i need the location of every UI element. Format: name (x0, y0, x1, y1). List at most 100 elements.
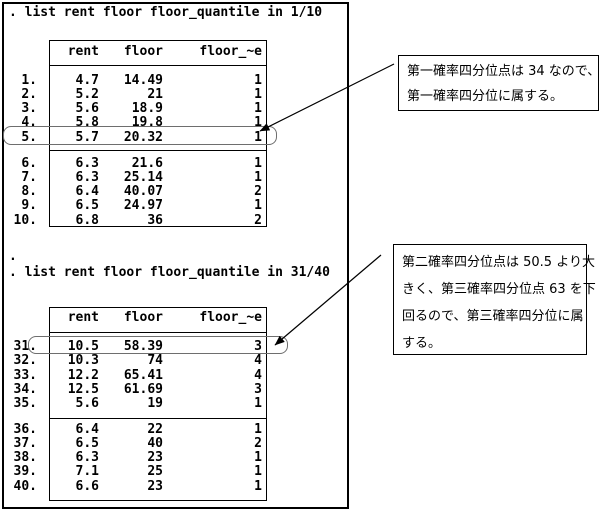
obs-number: 32. (13, 353, 37, 369)
obs-header-spacer (0, 311, 37, 325)
table-row: 40. 6.6 23 1 (0, 478, 270, 494)
floor-value: 22 (147, 421, 163, 437)
floor-value: 20.32 (123, 129, 163, 145)
table-row: 31. 10.5 58.39 3 (0, 339, 270, 354)
obs-number: 8. (21, 184, 37, 200)
quantile-value: 2 (254, 212, 262, 228)
floor-value: 40.07 (123, 184, 163, 200)
quantile-value: 1 (254, 396, 262, 412)
quantile-value: 4 (254, 353, 262, 369)
table-row: 39. 7.1 25 1 (0, 464, 270, 480)
table-row: 6. 6.3 21.6 1 (0, 155, 270, 171)
floor-value: 65.41 (123, 367, 163, 383)
quantile-value: 1 (254, 478, 262, 494)
quantile-value: 1 (254, 169, 262, 185)
table-row: 34. 12.5 61.69 3 (0, 381, 270, 397)
table-row: 35. 5.6 19 1 (0, 396, 270, 412)
quantile-value: 1 (254, 464, 262, 480)
callout-note-third-quartile: 第二確率四分位点は 50.5 より大 きく、第三確率四分位点 63 を下 回るの… (393, 244, 596, 355)
rent-column-header: rent (67, 310, 99, 325)
rent-value: 5.6 (75, 396, 99, 412)
table-row: 37. 6.5 40 2 (0, 435, 270, 451)
table-row: 8. 6.4 40.07 2 (0, 184, 270, 200)
table1-rows-6-10: 6. 6.3 21.6 1 7. 6.3 25.14 1 8. 6.4 40.0… (0, 155, 270, 228)
table-row: 1. 4.7 14.49 1 (0, 72, 270, 88)
rent-value: 6.4 (75, 421, 99, 437)
quantile-value: 3 (254, 339, 262, 354)
floor-value: 61.69 (123, 381, 163, 397)
floor-value: 23 (147, 478, 163, 494)
obs-number: 37. (13, 435, 37, 451)
rent-value: 6.6 (75, 478, 99, 494)
stata-prompt-dot: . (9, 249, 17, 264)
note-text-line: 回るので、第三確率四分位に属 (402, 309, 584, 324)
quantile-value: 1 (254, 198, 262, 214)
quantile-value: 1 (254, 450, 262, 466)
rent-value: 10.3 (67, 353, 99, 369)
table1-frame (49, 40, 267, 227)
floor-value: 25 (147, 464, 163, 480)
floor-value: 14.49 (123, 72, 163, 88)
table-row: 7. 6.3 25.14 1 (0, 169, 270, 185)
floor-value: 21 (147, 86, 163, 102)
obs-number: 36. (13, 421, 37, 437)
obs-number: 1. (21, 72, 37, 88)
stata-command-list-31-40: . list rent floor floor_quantile in 31/4… (9, 265, 330, 280)
table-row: 32. 10.3 74 4 (0, 353, 270, 369)
table1-header-rule (49, 65, 267, 66)
rent-value: 4.7 (75, 72, 99, 88)
rent-value: 6.3 (75, 155, 99, 171)
quantile-column-header: floor_~e (199, 44, 262, 59)
obs-number: 9. (21, 198, 37, 214)
quantile-value: 1 (254, 155, 262, 171)
rent-value: 5.7 (75, 129, 99, 145)
obs-number: 38. (13, 450, 37, 466)
floor-value: 19 (147, 396, 163, 412)
rent-value: 6.4 (75, 184, 99, 200)
quantile-value: 3 (254, 381, 262, 397)
floor-value: 23 (147, 450, 163, 466)
floor-value: 24.97 (123, 198, 163, 214)
table2-rows-36-40: 36. 6.4 22 1 37. 6.5 40 2 38. 6.3 23 1 (0, 421, 270, 494)
stata-command-list-1-10: . list rent floor floor_quantile in 1/10 (9, 5, 323, 20)
floor-column-header: floor (123, 44, 163, 59)
rent-value: 6.5 (75, 435, 99, 451)
quantile-value: 1 (254, 86, 262, 102)
table-row: 36. 6.4 22 1 (0, 421, 270, 437)
table-row: 3. 5.6 18.9 1 (0, 101, 270, 117)
rent-value: 12.2 (67, 367, 99, 383)
obs-number: 5. (21, 129, 37, 145)
rent-value: 6.3 (75, 450, 99, 466)
floor-value: 58.39 (123, 339, 163, 354)
floor-value: 18.9 (131, 101, 163, 117)
table2-frame (49, 307, 267, 501)
quantile-value: 4 (254, 367, 262, 383)
quantile-value: 2 (254, 435, 262, 451)
note-text-line: 第二確率四分位点は 50.5 より大 (402, 255, 595, 270)
obs-number: 35. (13, 396, 37, 412)
obs-number: 6. (21, 155, 37, 171)
floor-column-header: floor (123, 310, 163, 325)
quantile-column-header: floor_~e (199, 310, 262, 325)
table-row: 9. 6.5 24.97 1 (0, 198, 270, 214)
rent-value: 12.5 (67, 381, 99, 397)
obs-number: 34. (13, 381, 37, 397)
quantile-value: 1 (254, 421, 262, 437)
note-text-line: 第一確率四分位点は 34 なので、 (407, 64, 601, 79)
rent-value: 5.2 (75, 86, 99, 102)
floor-value: 25.14 (123, 169, 163, 185)
obs-number: 7. (21, 169, 37, 185)
rent-value: 10.5 (67, 339, 99, 354)
quantile-value: 2 (254, 184, 262, 200)
note-text-line: する。 (402, 336, 442, 351)
obs-header-spacer (0, 45, 37, 59)
table1-header-row: rent floor floor_~e (0, 44, 270, 59)
table2-rows-31-35: 31. 10.5 58.39 3 32. 10.3 74 4 33. 12.2 … (0, 339, 270, 412)
rent-value: 6.3 (75, 169, 99, 185)
table-row: 10. 6.8 36 2 (0, 212, 270, 228)
floor-value: 40 (147, 435, 163, 451)
rent-value: 6.5 (75, 198, 99, 214)
quantile-value: 1 (254, 101, 262, 117)
table2-group-separator-rule (49, 418, 267, 419)
